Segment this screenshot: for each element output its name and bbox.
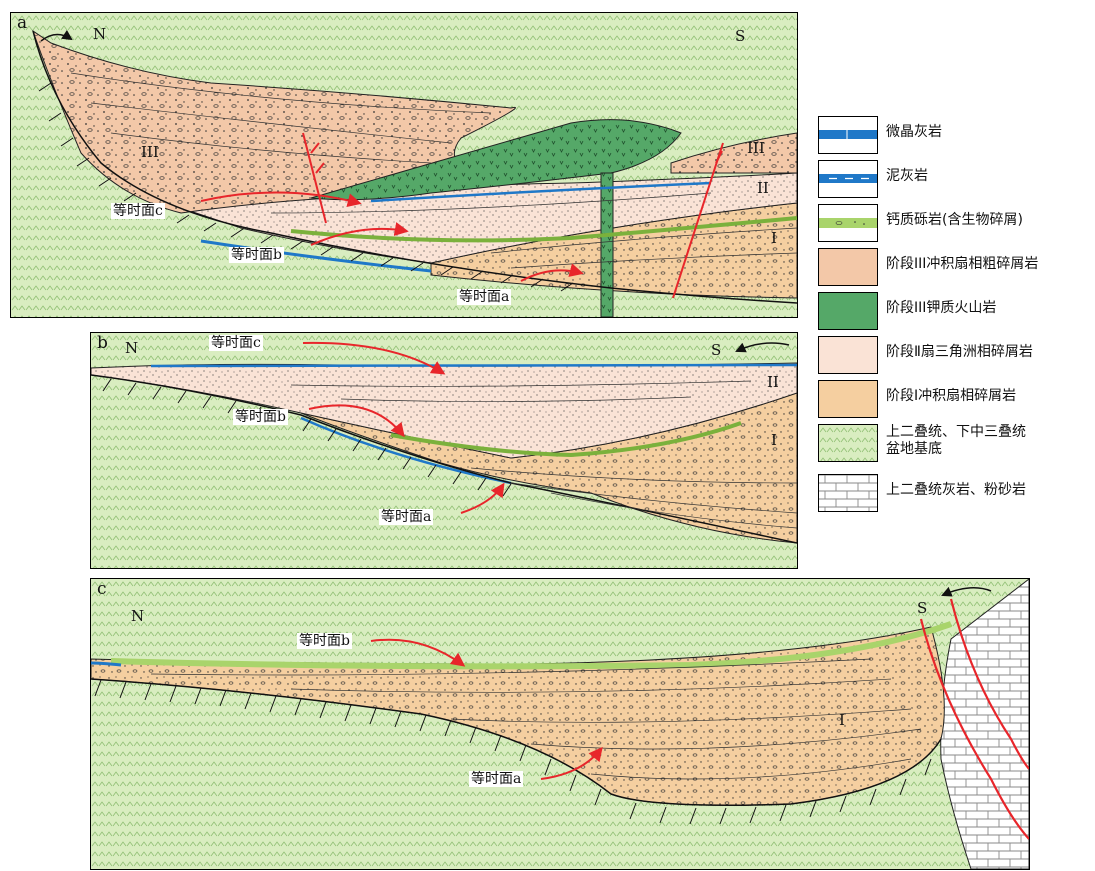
section-panel-a: a N S 等时面c 等时面b 等时面a III III II I <box>10 12 798 318</box>
stage3-fan-swatch <box>818 248 878 286</box>
north-label: N <box>93 27 106 42</box>
micrite-swatch <box>818 116 878 154</box>
volcanic-swatch <box>818 292 878 330</box>
panel-b-drawing <box>91 333 797 568</box>
north-label: N <box>131 609 144 624</box>
south-label: S <box>735 29 745 44</box>
legend-item-marl: 泥灰岩 <box>818 160 1088 200</box>
legend-label: 阶段III钾质火山岩 <box>886 300 996 317</box>
legend-label: 微晶灰岩 <box>886 124 942 141</box>
panel-letter: a <box>17 15 27 32</box>
panel-letter: b <box>97 335 108 352</box>
basement-swatch <box>818 424 878 462</box>
panel-c-drawing <box>91 579 1029 869</box>
stage-label-2: II <box>767 375 779 390</box>
legend-item-micrite: 微晶灰岩 <box>818 116 1088 156</box>
legend-item-volcanic: 阶段III钾质火山岩 <box>818 292 1088 332</box>
legend-label: 上二叠统灰岩、粉砂岩 <box>886 482 1026 499</box>
stage-label-1: I <box>771 231 777 246</box>
legend-label: 钙质砾岩(含生物碎屑) <box>886 212 1023 229</box>
south-label: S <box>917 601 927 616</box>
legend-label: 阶段Ⅰ冲积扇相碎屑岩 <box>886 388 1016 405</box>
legend-item-basement: 上二叠统、下中三叠统 盆地基底 <box>818 424 1088 468</box>
legend-label: 泥灰岩 <box>886 168 928 185</box>
stage1-fan-swatch <box>818 380 878 418</box>
legend-label: 上二叠统、下中三叠统 盆地基底 <box>886 424 1026 458</box>
panel-a-drawing <box>11 13 797 317</box>
legend-item-calc-conglomerate: 钙质砾岩(含生物碎屑) <box>818 204 1088 244</box>
section-panel-b: b N S 等时面c 等时面b 等时面a II I <box>90 332 798 569</box>
panel-letter: c <box>97 581 107 598</box>
stage2-fandelta-swatch <box>818 336 878 374</box>
section-panel-c: c N S 等时面b 等时面a I <box>90 578 1030 870</box>
stage-label-2: II <box>757 181 769 196</box>
south-label: S <box>711 343 721 358</box>
isochron-c-label: 等时面c <box>111 203 165 219</box>
legend-item-stage2-fandelta: 阶段Ⅱ扇三角洲相碎屑岩 <box>818 336 1088 376</box>
north-label: N <box>125 341 138 356</box>
legend-item-stage1-fan: 阶段Ⅰ冲积扇相碎屑岩 <box>818 380 1088 420</box>
isochron-a-label: 等时面a <box>457 289 511 305</box>
legend-label-line1: 上二叠统、下中三叠统 <box>886 424 1026 440</box>
stage-label-1: I <box>771 433 777 448</box>
isochron-a-label: 等时面a <box>469 771 523 787</box>
stage-label-3: III <box>141 145 159 160</box>
marl-swatch <box>818 160 878 198</box>
stage-label-1: I <box>839 713 845 728</box>
calc-conglomerate-swatch <box>818 204 878 242</box>
limestone-swatch <box>818 474 878 512</box>
stage-label-3: III <box>747 141 765 156</box>
isochron-b-label: 等时面b <box>297 633 352 649</box>
legend-item-limestone: 上二叠统灰岩、粉砂岩 <box>818 474 1088 514</box>
legend-label: 阶段III冲积扇相粗碎屑岩 <box>886 256 1038 273</box>
isochron-b-label: 等时面b <box>233 409 288 425</box>
legend-label-line2: 盆地基底 <box>886 441 942 457</box>
isochron-a-label: 等时面a <box>379 509 433 525</box>
isochron-c-label: 等时面c <box>209 335 263 351</box>
legend-item-stage3-fan: 阶段III冲积扇相粗碎屑岩 <box>818 248 1088 288</box>
legend-label: 阶段Ⅱ扇三角洲相碎屑岩 <box>886 344 1033 361</box>
isochron-b-label: 等时面b <box>229 247 284 263</box>
